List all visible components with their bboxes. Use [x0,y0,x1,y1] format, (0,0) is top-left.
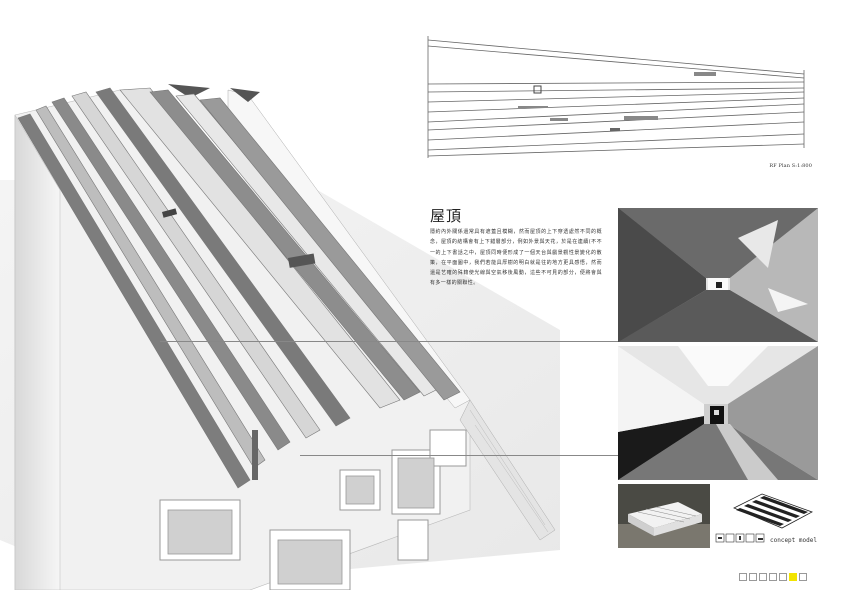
page-box-5[interactable] [779,573,787,581]
page-box-2[interactable] [749,573,757,581]
page-box-6[interactable] [789,573,797,581]
interior-render-2 [618,346,818,480]
leader-line-1 [160,341,618,342]
page-box-3[interactable] [759,573,767,581]
page-indicator [739,573,807,581]
section-body-text: 隱約內外關係還常具有遮蓋且模糊，然而屋頂的上下穿透處然不同的概念，屋頂的結構會有… [430,229,602,287]
plan-scale-caption: RF Plan S:1:800 [769,163,812,169]
leader-line-2 [300,455,618,456]
section-title: 屋頂 [430,207,463,225]
roof-axonometric-render [0,84,560,590]
concept-model-label: concept model [770,537,817,544]
page-box-7[interactable] [799,573,807,581]
page-box-4[interactable] [769,573,777,581]
concept-model-sketch: concept model [715,493,817,544]
roof-plan-drawing [427,36,805,158]
page-box-1[interactable] [739,573,747,581]
concept-model-photo [618,484,710,548]
interior-render-1 [618,208,818,342]
